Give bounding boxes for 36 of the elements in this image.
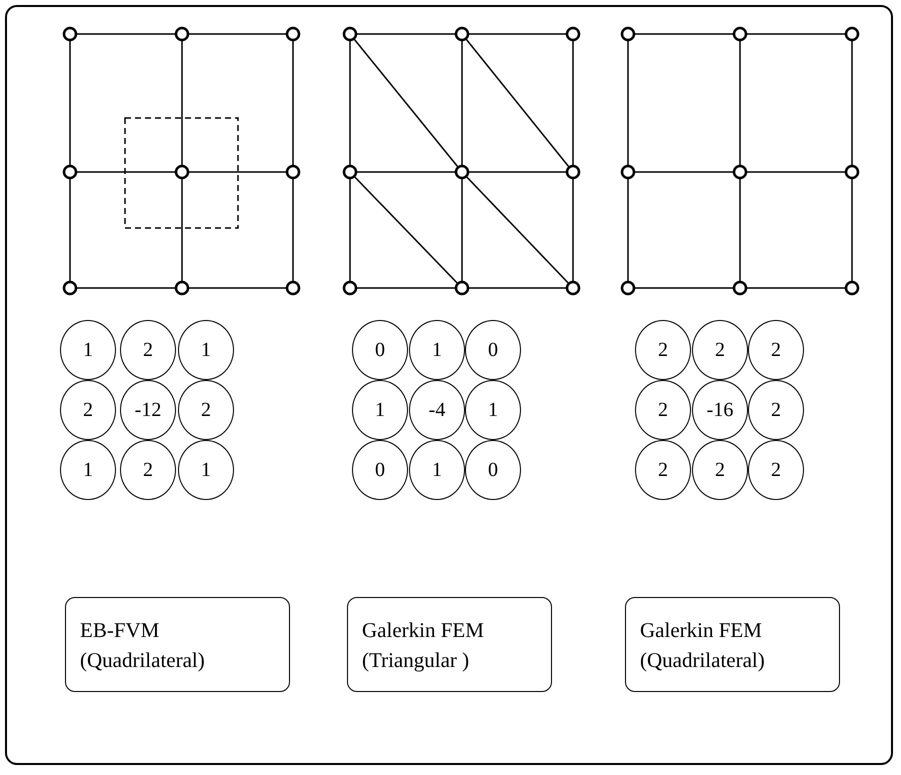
stencil-circle: -16 (692, 380, 748, 440)
element-type: (Triangular ) (362, 646, 470, 674)
stencil-circle: 0 (465, 320, 521, 380)
stencil-circle: -12 (120, 380, 176, 440)
element-type: (Quadrilateral) (640, 646, 765, 674)
stencil-circle: 0 (465, 440, 521, 500)
stencil-circle: 2 (178, 380, 234, 440)
stencil-circle: 1 (60, 320, 116, 380)
stencil-circle: 0 (352, 320, 408, 380)
stencil-circle: 1 (465, 380, 521, 440)
method-name: Galerkin FEM (362, 616, 484, 644)
element-type: (Quadrilateral) (80, 646, 205, 674)
stencil-circle: 1 (352, 380, 408, 440)
stencil-circle: 2 (692, 320, 748, 380)
stencil-circle: 1 (409, 440, 465, 500)
method-name: Galerkin FEM (640, 616, 762, 644)
stencil-circle: 2 (748, 380, 804, 440)
stencil-circle: 2 (60, 380, 116, 440)
stencil-circle: 1 (178, 320, 234, 380)
stencil-circle: 1 (60, 440, 116, 500)
stencil-circle: 2 (748, 320, 804, 380)
stencil-circle: 2 (748, 440, 804, 500)
stencil-circle: 1 (409, 320, 465, 380)
method-label-box (347, 597, 552, 692)
stencil-circle: 2 (120, 320, 176, 380)
stencil-circle: 1 (178, 440, 234, 500)
stencil-circle: -4 (409, 380, 465, 440)
method-name: EB-FVM (80, 616, 160, 644)
stencil-circle: 2 (635, 440, 691, 500)
method-label-box (65, 597, 290, 692)
stencil-circle: 2 (635, 320, 691, 380)
method-label-box (625, 597, 840, 692)
stencil-circle: 2 (120, 440, 176, 500)
stencil-circle: 0 (352, 440, 408, 500)
stencil-circle: 2 (635, 380, 691, 440)
stencil-circle: 2 (692, 440, 748, 500)
